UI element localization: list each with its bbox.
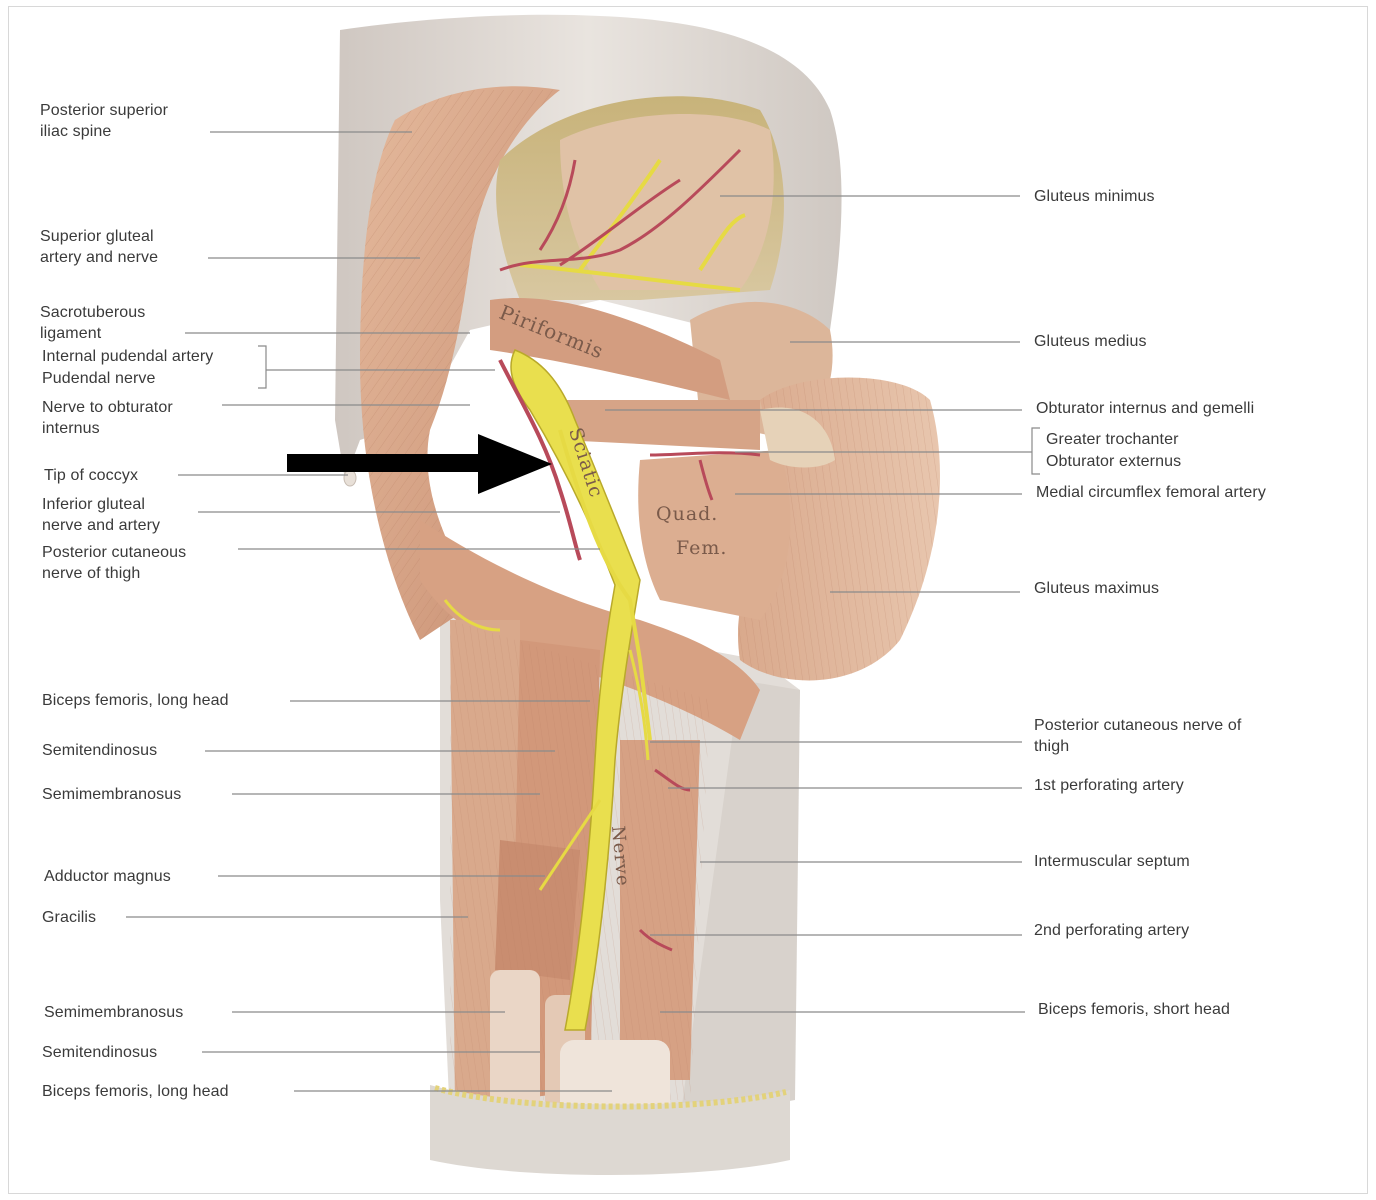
fat-rim [434,1085,787,1110]
label-semitendinosus-1: Semitendinosus [42,742,158,759]
label-pudendal-nerve: Pudendal nerve [42,370,156,387]
thigh-base [430,1085,790,1175]
posterior-cutaneous-nerve [558,429,652,741]
label-medial-circumflex-femoral-artery: Medial circumflex femoral artery [1036,484,1266,501]
coccyx-tip [343,469,357,487]
medial-circumflex-artery [649,451,761,501]
label-semimembranosus-1: Semimembranosus [42,786,182,803]
obturator-gemelli [560,400,760,450]
tendon-cut-1 [490,970,540,1110]
leader-lines-right [605,195,1040,1013]
fem-text: Fem. [676,537,728,559]
biceps-long-band [420,520,760,740]
label-gracilis: Gracilis [42,909,97,926]
label-internal-pudendal-artery: Internal pudendal artery [42,348,214,365]
label-semimembranosus-2: Semimembranosus [44,1004,184,1021]
figure-frame [8,6,1368,1194]
label-gluteus-minimus: Gluteus minimus [1034,188,1155,205]
gluteus-minimus [560,113,774,291]
inferior-gluteal-artery [498,359,582,561]
thigh-fascia-right [680,680,800,1120]
label-biceps-femoris-short-head: Biceps femoris, short head [1038,1001,1231,1018]
label-adductor-magnus: Adductor magnus [44,868,171,885]
label-gluteus-medius: Gluteus medius [1034,333,1147,350]
label-second-perforating-artery: 2nd perforating artery [1034,922,1190,939]
label-gluteus-maximus: Gluteus maximus [1034,580,1160,597]
pointer-arrow [287,434,552,494]
label-greater-trochanter: Greater trochanter [1046,431,1179,448]
piriformis [490,298,730,400]
label-intermuscular-septum: Intermuscular septum [1034,853,1190,870]
label-biceps-femoris-long-head-1: Biceps femoris, long head [42,692,229,709]
label-tip-of-coccyx: Tip of coccyx [44,467,139,484]
leader-lines-left [126,131,612,1092]
label-biceps-femoris-long-head-2: Biceps femoris, long head [42,1083,229,1100]
label-obturator-externus: Obturator externus [1046,453,1182,470]
label-obturator-internus-gemelli: Obturator internus and gemelli [1036,400,1255,417]
superior-gluteal-artery [499,148,742,272]
label-semitendinosus-2: Semitendinosus [42,1044,158,1061]
quad-text: Quad. [656,503,719,525]
label-first-perforating-artery: 1st perforating artery [1034,777,1184,794]
quadratus-femoris [638,450,791,620]
lower-nerve-branches [443,599,650,891]
perforating-arteries [638,768,691,952]
